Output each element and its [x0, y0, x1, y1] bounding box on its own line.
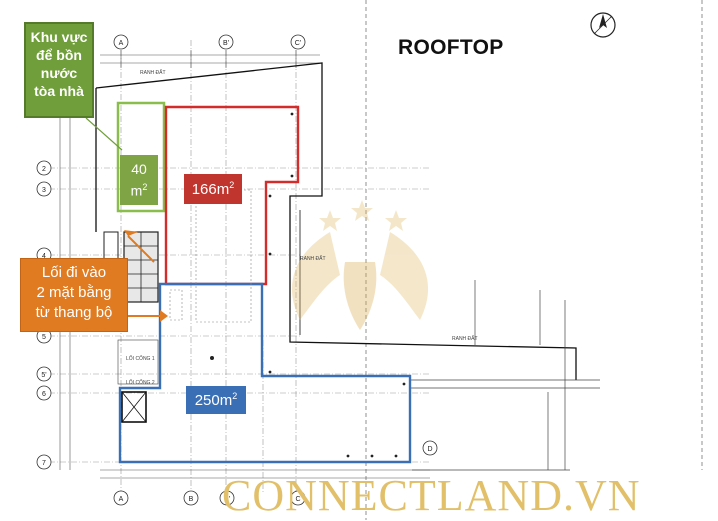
small-label: LỐI CỐNG 1 [126, 355, 155, 362]
grid-label-right: D [427, 446, 432, 453]
grid-label-bottom: B [189, 496, 194, 503]
dimension-top [100, 50, 320, 68]
elevator-box [121, 391, 147, 423]
right-lines [410, 280, 600, 471]
area-166-badge: 166m2 [184, 174, 242, 204]
markers [210, 112, 406, 458]
area-166-value: 166m2 [191, 180, 235, 198]
water-tank-callout: Khu vực để bồn nước tòa nhà [24, 22, 94, 118]
dimension-bottom [100, 469, 430, 479]
grid-label-top: C' [295, 40, 301, 47]
grid-label-left: 7 [42, 460, 46, 467]
watermark-emblem [291, 200, 429, 330]
callout-line: để bồn [36, 47, 82, 63]
grid-label-bottom: A [119, 496, 124, 503]
small-label: RANH ĐẤT [452, 335, 478, 342]
inner-structure [117, 339, 159, 385]
callout-line: Lối đi vào [41, 264, 107, 281]
small-label: LỐI CỐNG 2 [126, 379, 155, 386]
callout-line: từ thang bộ [35, 304, 113, 321]
access-callout: Lối đi vào 2 mặt bằng từ thang bộ [20, 258, 128, 332]
area-40-badge: 40 m2 [120, 155, 158, 205]
grid-label-left: 6 [42, 391, 46, 398]
callout-line: Khu vực [30, 29, 88, 45]
page-title: ROOFTOP [398, 36, 504, 59]
area-40-unit: m2 [130, 182, 148, 199]
grid-label-left: 2 [42, 166, 46, 173]
area-40-number: 40 [131, 161, 147, 178]
callout-arrow [85, 117, 123, 151]
callout-line: nước [40, 65, 78, 81]
grid-label-left: 3 [42, 187, 46, 194]
north-arrow-icon [590, 12, 616, 38]
site-boundary [95, 62, 577, 380]
callout-line: tòa nhà [34, 83, 84, 99]
grid-label-left: 5' [41, 372, 46, 379]
area-250-badge: 250m2 [186, 386, 246, 414]
callout-line: 2 mặt bằng [36, 284, 112, 301]
water-tank-zone [116, 101, 166, 213]
grid-label-bottom: B' [224, 496, 230, 503]
inner-structure [195, 189, 252, 323]
area-250-value: 250m2 [194, 391, 238, 409]
small-label: RANH ĐẤT [140, 69, 166, 76]
grid-label-left: 5 [42, 334, 46, 341]
inner-structure [169, 289, 183, 321]
grid-label-left: 4 [42, 253, 46, 260]
grid-label-bottom: C [295, 496, 300, 503]
grid-label-top: B' [223, 40, 229, 47]
small-label: RANH ĐẤT [300, 255, 326, 262]
grid-bubble-labels: A B' C' A B B' C 2 3 4 5 5' 6 7 D [41, 40, 432, 503]
watermark-text: CONNECTLAND.VN [222, 471, 641, 520]
grid-label-top: A [119, 40, 124, 47]
access-arrows [124, 230, 168, 322]
